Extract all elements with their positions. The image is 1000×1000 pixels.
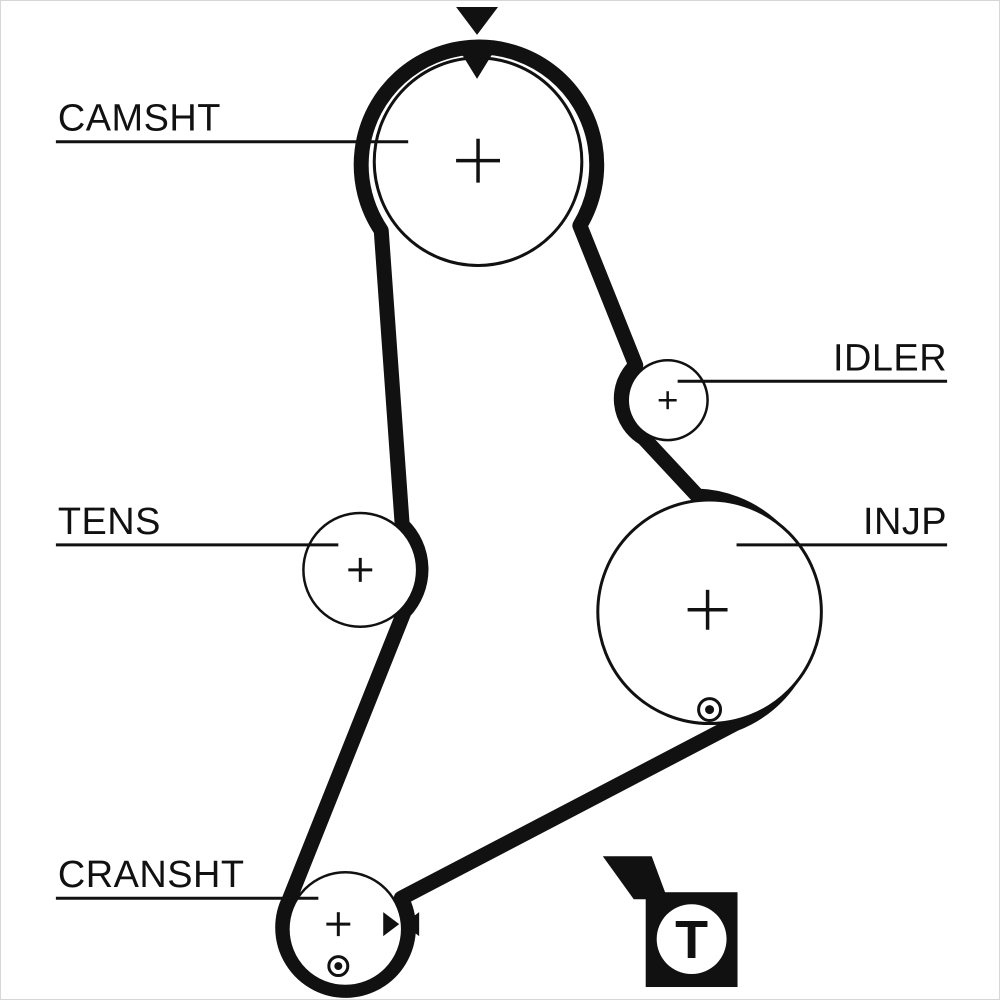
camshaft-label: CAMSHT <box>58 98 221 140</box>
logo-circle <box>656 904 727 975</box>
timing-logo: T <box>602 856 738 988</box>
idler-plus-icon <box>658 391 677 410</box>
idler-label: IDLER <box>833 337 947 379</box>
crankshaft-dot-icon <box>327 955 350 978</box>
injection-pump-plus-icon <box>687 589 728 630</box>
camshaft-plus-icon <box>456 138 500 183</box>
logo-letter: T <box>675 910 708 970</box>
camshaft-timing-mark-icon <box>456 6 499 79</box>
crankshaft-timing-mark-icon <box>383 912 420 937</box>
crankshaft-pulley <box>287 871 404 988</box>
injection-pump-pulley <box>596 498 823 726</box>
tensioner-plus-icon <box>348 557 373 582</box>
logo-flag-icon <box>602 856 668 900</box>
injection-pump-dot-icon <box>697 697 723 723</box>
injection-pump-label: INJP <box>863 501 947 543</box>
crankshaft-label: CRANSHT <box>58 854 245 896</box>
tensioner-label: TENS <box>58 501 161 543</box>
crankshaft-plus-icon <box>326 912 351 937</box>
